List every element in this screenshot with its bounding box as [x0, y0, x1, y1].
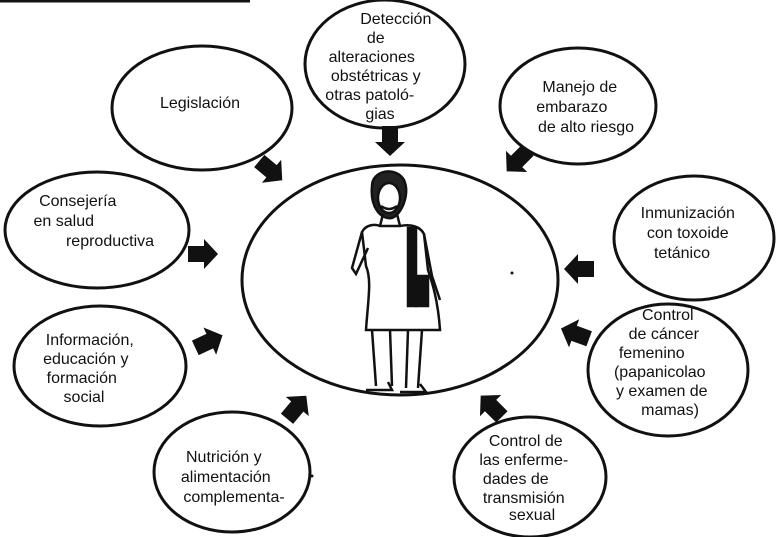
svg-text:Consejería en salud: Consejería en salud reproductiva	[34, 193, 155, 250]
arrow-from-manejo	[505, 144, 534, 173]
node-line: de cáncer	[629, 326, 700, 343]
arrow-from-consejeria	[188, 239, 218, 269]
node-line: gias	[365, 106, 394, 123]
svg-text:Control de cáncer: Control de cáncer femenino (papanicolao …	[614, 307, 712, 419]
arrow-from-legislacion	[254, 154, 283, 183]
node-legislacion: Legislación	[110, 44, 294, 172]
node-line: y examen de	[616, 383, 708, 400]
node-line: femenino	[619, 345, 685, 362]
node-cancer: Control de cáncer femenino (papanicolao …	[586, 302, 750, 438]
node-line: con toxoide	[647, 225, 729, 242]
node-line: de alto riesgo	[538, 119, 634, 136]
node-line: Información,	[46, 332, 134, 349]
node-line: tetánico	[654, 245, 710, 262]
arrow-from-inmunizacion	[564, 254, 594, 284]
dot-mark	[510, 271, 514, 275]
node-nutricion: Nutrición y alimentación complementa-	[152, 410, 312, 534]
node-ets: Control de las enferme- dades de transmi…	[452, 415, 608, 537]
node-line: transmisión	[483, 490, 565, 507]
node-line: Control	[642, 307, 694, 324]
arrow-from-informacion	[191, 327, 223, 356]
node-line: (papanicolao	[614, 364, 706, 381]
node-line: otras patoló-	[325, 87, 414, 104]
svg-text:Inmunización con toxoide: Inmunización con toxoide tetánico	[641, 205, 740, 262]
node-consejeria: Consejería en salud reproductiva	[3, 170, 191, 290]
node-line: Legislación	[160, 95, 240, 112]
svg-text:Nutrición y alimentación: Nutrición y alimentación complementa-	[181, 449, 285, 506]
node-line: reproductiva	[66, 233, 154, 250]
svg-text:Detección de alter: Detección de alteraciones obstétricas y …	[325, 11, 436, 123]
arrow-from-deteccion	[375, 126, 405, 156]
svg-text:Legislación: Legislación	[160, 95, 240, 112]
node-line: sexual	[509, 507, 555, 524]
node-line: Control de	[489, 433, 563, 450]
svg-text:Control de las enferme-: Control de las enferme- dades de transmi…	[479, 433, 572, 524]
node-line: social	[64, 389, 105, 406]
node-informacion: Información, educación y formación socia…	[12, 304, 188, 428]
node-line: dades de	[483, 471, 549, 488]
node-line: complementa-	[183, 489, 284, 506]
node-line: Detección	[360, 11, 431, 28]
node-deteccion: Detección de alteraciones obstétricas y …	[303, 0, 467, 130]
node-manejo: Manejo de embarazo de alto riesgo	[498, 46, 658, 166]
node-line: obstétricas y	[331, 68, 421, 85]
node-line: las enferme-	[479, 452, 568, 469]
node-line: alteraciones	[329, 49, 415, 66]
arrow-from-cancer	[560, 319, 592, 348]
node-line: alimentación	[181, 469, 271, 486]
node-line: Nutrición y	[186, 449, 262, 466]
svg-text:Información, educación y: Información, educación y formación socia…	[43, 332, 138, 406]
node-line: mamas)	[641, 402, 699, 419]
node-line: Manejo de	[542, 79, 617, 96]
node-line: educación y	[43, 351, 128, 368]
node-line: en salud	[34, 213, 95, 230]
pregnant-woman-figure	[350, 170, 442, 394]
node-line: embarazo	[536, 99, 607, 116]
node-line: formación	[47, 370, 117, 387]
node-line: de	[367, 30, 385, 47]
node-line: Consejería	[39, 193, 116, 210]
svg-text:Manejo de embarazo: Manejo de embarazo de alto riesgo	[536, 79, 634, 136]
arrow-from-ets	[479, 394, 508, 423]
node-inmunizacion: Inmunización con toxoide tetánico	[612, 174, 776, 302]
arrow-from-nutricion	[280, 395, 309, 424]
node-line: Inmunización	[641, 205, 735, 222]
